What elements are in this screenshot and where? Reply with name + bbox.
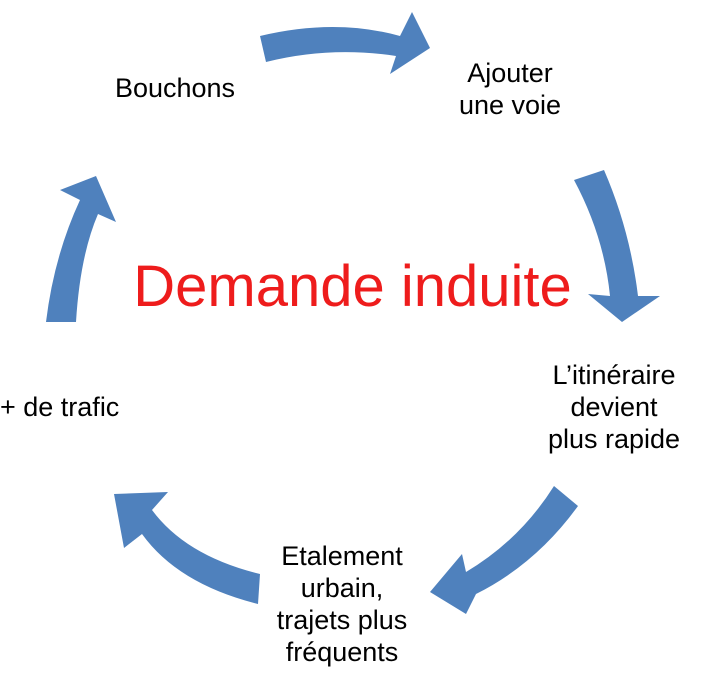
step-itineraire-line: L’itinéraire bbox=[552, 360, 676, 390]
step-etalement-line: Etalement bbox=[281, 541, 403, 571]
step-etalement-line: fréquents bbox=[285, 637, 399, 667]
step-plus-de-trafic: + de trafic bbox=[0, 391, 150, 423]
diagram-title: Demande induite bbox=[133, 254, 572, 319]
step-etalement-line: urbain, bbox=[300, 573, 384, 603]
arrow-itineraire-to-etalement bbox=[430, 486, 578, 614]
arrow-ajouter-to-itineraire bbox=[574, 170, 660, 322]
step-itineraire-line: devient bbox=[570, 392, 658, 422]
step-etalement-line: trajets plus bbox=[276, 605, 408, 635]
step-bouchons-line: Bouchons bbox=[114, 73, 236, 103]
arrow-etalement-to-trafic bbox=[114, 492, 260, 604]
step-itineraire-line: plus rapide bbox=[547, 424, 681, 454]
step-plus-de-trafic-line: + de trafic bbox=[0, 392, 120, 422]
step-ajouter-voie: Ajouter une voie bbox=[430, 57, 590, 121]
arrow-bouchons-to-ajouter bbox=[260, 12, 430, 74]
step-ajouter-voie-line: une voie bbox=[458, 90, 562, 120]
step-etalement-urbain: Etalement urbain, trajets plus fréquents bbox=[252, 540, 432, 668]
arrow-trafic-to-bouchons bbox=[46, 176, 116, 322]
step-bouchons: Bouchons bbox=[92, 72, 258, 104]
step-ajouter-voie-line: Ajouter bbox=[467, 58, 553, 88]
step-itineraire-rapide: L’itinéraire devient plus rapide bbox=[524, 359, 704, 455]
